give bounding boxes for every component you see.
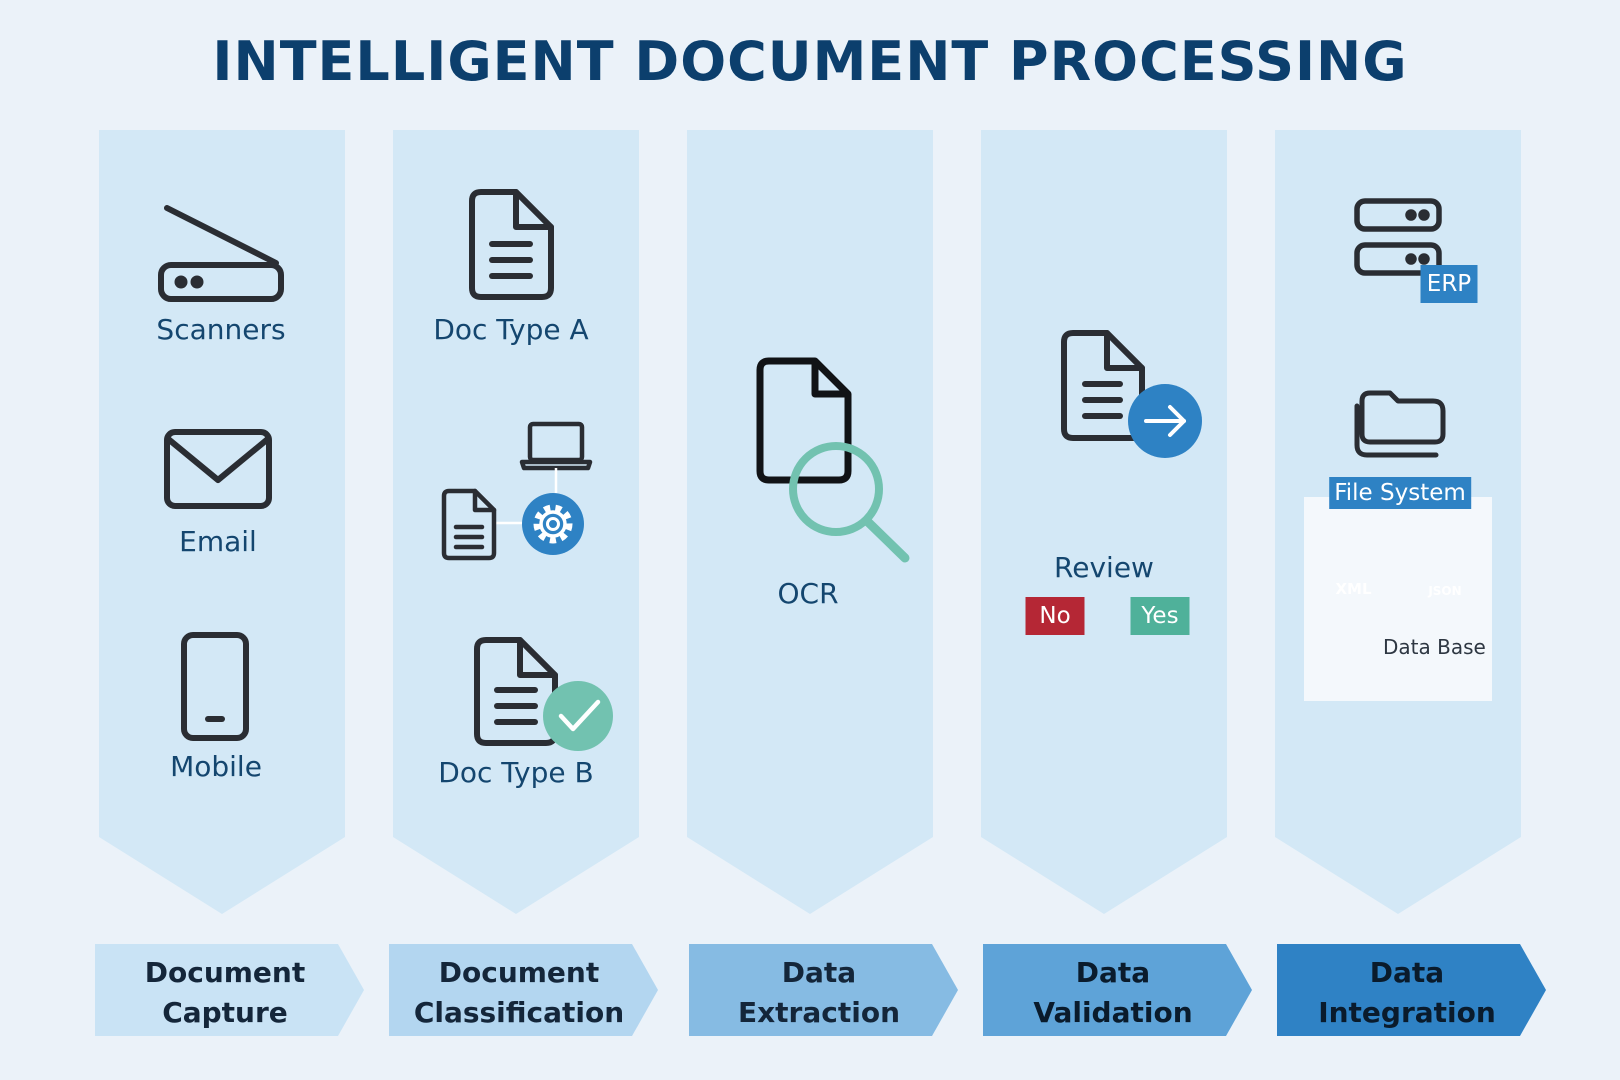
scanner-icon bbox=[158, 205, 284, 302]
classification-network bbox=[441, 421, 593, 561]
envelope-icon bbox=[164, 429, 272, 509]
stage-label-integration-line2: Integration bbox=[1318, 996, 1496, 1029]
ocr-magnifier-icon bbox=[756, 357, 910, 563]
folder-icon bbox=[1354, 390, 1446, 458]
stage-label-validation-line1: Data bbox=[1075, 956, 1151, 989]
column-validation bbox=[981, 130, 1227, 914]
label-doc-type-a: Doc Type A bbox=[433, 313, 589, 346]
stage-label-extraction-line1: Data bbox=[781, 956, 857, 989]
file-system-badge: File System bbox=[1329, 477, 1471, 509]
label-ocr: OCR bbox=[777, 577, 839, 610]
page-title: INTELLIGENT DOCUMENT PROCESSING bbox=[212, 30, 1408, 93]
stage-arrow-validation bbox=[983, 944, 1252, 1036]
label-mobile: Mobile bbox=[170, 750, 262, 783]
stage-label-capture-line1: Document bbox=[144, 956, 306, 989]
data-formats-panel bbox=[1304, 497, 1492, 701]
stage-label-integration-line1: Data bbox=[1369, 956, 1445, 989]
erp-badge: ERP bbox=[1420, 265, 1478, 303]
stage-arrow-classification bbox=[389, 944, 658, 1036]
label-review: Review bbox=[1054, 551, 1154, 584]
stage-label-capture: Document Capture bbox=[90, 953, 360, 1033]
stage-label-classification-line2: Classification bbox=[413, 996, 625, 1029]
yes-badge: Yes bbox=[1130, 597, 1190, 635]
document-check-icon bbox=[474, 637, 613, 751]
stage-label-integration: Data Integration bbox=[1272, 953, 1542, 1033]
label-data-base: Data Base bbox=[1383, 635, 1486, 659]
stage-label-classification-line1: Document bbox=[438, 956, 600, 989]
column-capture bbox=[99, 130, 345, 914]
server-icon bbox=[1354, 198, 1442, 276]
stage-label-validation-line2: Validation bbox=[1033, 996, 1193, 1029]
no-badge: No bbox=[1025, 597, 1085, 635]
stage-label-extraction: Data Extraction bbox=[684, 953, 954, 1033]
stage-arrow-extraction bbox=[689, 944, 958, 1036]
label-scanners: Scanners bbox=[156, 313, 286, 346]
stage-label-extraction-line2: Extraction bbox=[737, 996, 901, 1029]
xml-file-label: XML bbox=[1335, 580, 1372, 598]
stage-label-validation: Data Validation bbox=[978, 953, 1248, 1033]
label-doc-type-b: Doc Type B bbox=[438, 756, 594, 789]
small-document-icon bbox=[441, 488, 497, 561]
json-file-label: JSON bbox=[1428, 584, 1462, 598]
laptop-icon bbox=[519, 421, 593, 471]
gear-icon bbox=[522, 493, 584, 555]
document-icon bbox=[469, 189, 554, 300]
stage-label-capture-line2: Capture bbox=[162, 996, 288, 1029]
stage-arrow-integration bbox=[1277, 944, 1546, 1036]
stage-label-classification: Document Classification bbox=[384, 953, 654, 1033]
mobile-phone-icon bbox=[181, 632, 249, 741]
document-forward-icon bbox=[1061, 330, 1202, 458]
stage-arrow-capture bbox=[95, 944, 364, 1036]
label-email: Email bbox=[179, 525, 257, 558]
